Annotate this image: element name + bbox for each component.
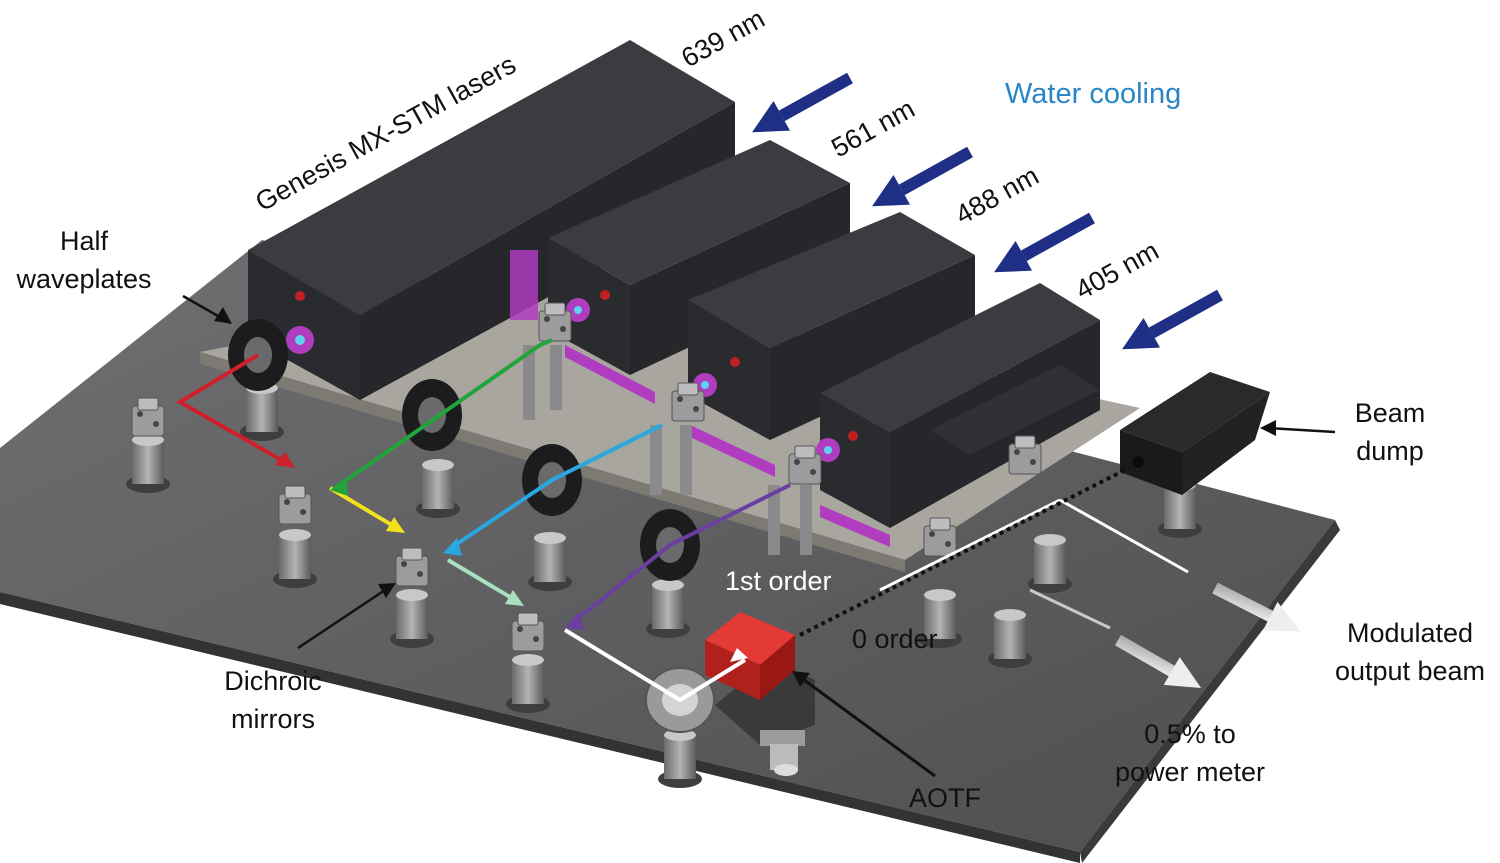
beam-dump-label-line1: Beam <box>1355 398 1426 428</box>
optical-post <box>988 609 1032 668</box>
optical-table-edge <box>0 592 1080 863</box>
water-arrow-icon <box>872 146 973 207</box>
optical-post <box>506 654 550 713</box>
half-waveplates-label-line2: waveplates <box>15 264 151 294</box>
laser-output-port <box>566 298 590 322</box>
optical-post-thin <box>550 345 562 410</box>
optical-post <box>273 529 317 588</box>
water-cooling-arrows <box>752 72 1223 350</box>
optical-post <box>528 532 572 591</box>
wavelength-561-label: 561 nm <box>826 93 919 163</box>
half-waveplate <box>402 379 462 451</box>
wavelength-488-label: 488 nm <box>950 160 1043 230</box>
beam-yellow <box>328 486 402 532</box>
power-meter-arrow-icon <box>1115 634 1202 688</box>
beam-mint <box>446 558 522 605</box>
optical-post <box>390 589 434 648</box>
water-arrow-icon <box>752 72 853 133</box>
beam-blue <box>446 423 663 552</box>
optical-post-thin <box>800 485 812 555</box>
half-waveplates-label-line1: Half <box>60 226 109 256</box>
modulated-output-label-line2: output beam <box>1335 656 1485 686</box>
magenta-rail <box>565 345 655 404</box>
callout-pointers <box>182 294 1336 778</box>
zero-order-label: 0 order <box>852 624 938 654</box>
magenta-rail <box>820 505 890 547</box>
beam-purple <box>568 483 791 627</box>
wavelength-405-label: 405 nm <box>1070 235 1163 305</box>
laser-639nm <box>248 40 735 400</box>
output-beam-arrow-icon <box>1212 582 1301 632</box>
optical-table-side <box>1080 520 1340 863</box>
power-meter-label-line2: power meter <box>1115 757 1265 787</box>
aotf-label: AOTF <box>909 783 981 813</box>
optical-post <box>1028 534 1072 593</box>
modulated-output-label-line1: Modulated <box>1347 618 1473 648</box>
beam-arrowheads <box>275 452 748 662</box>
wavelength-639-label: 639 nm <box>676 3 769 73</box>
water-arrow-icon <box>1122 289 1223 350</box>
beam-red <box>176 353 291 467</box>
water-cooling-label: Water cooling <box>1005 78 1181 110</box>
laser-405nm <box>820 283 1100 528</box>
dichroic-mirrors-label-line1: Dichroic <box>224 666 322 696</box>
optical-post <box>240 382 284 441</box>
beam-green <box>333 338 553 490</box>
laser-output-port <box>286 326 314 354</box>
optical-post <box>646 579 690 638</box>
optical-post-thin <box>650 425 662 495</box>
power-meter-label-line1: 0.5% to <box>1144 719 1236 749</box>
optical-post-thin <box>768 485 780 555</box>
aotf-stage <box>715 660 815 776</box>
magenta-rail <box>690 425 775 477</box>
beam-dump-label-line2: dump <box>1356 436 1424 466</box>
beam-paths <box>176 338 1189 703</box>
beam-dump <box>1120 372 1270 495</box>
optical-post-thin <box>680 425 692 495</box>
beam-white-input <box>563 628 747 703</box>
optical-post <box>126 434 170 493</box>
laser-output-port <box>816 438 840 462</box>
beam-first-order <box>879 498 1061 592</box>
optical-post-thin <box>523 345 535 420</box>
optical-post <box>658 729 702 788</box>
first-order-label: 1st order <box>725 566 832 596</box>
dichroic-mirrors-label-line2: mirrors <box>231 704 315 734</box>
water-arrow-icon <box>994 212 1095 273</box>
beam-pick-off <box>1029 588 1111 630</box>
beam-first-order <box>1059 498 1189 574</box>
optical-post <box>416 459 460 518</box>
